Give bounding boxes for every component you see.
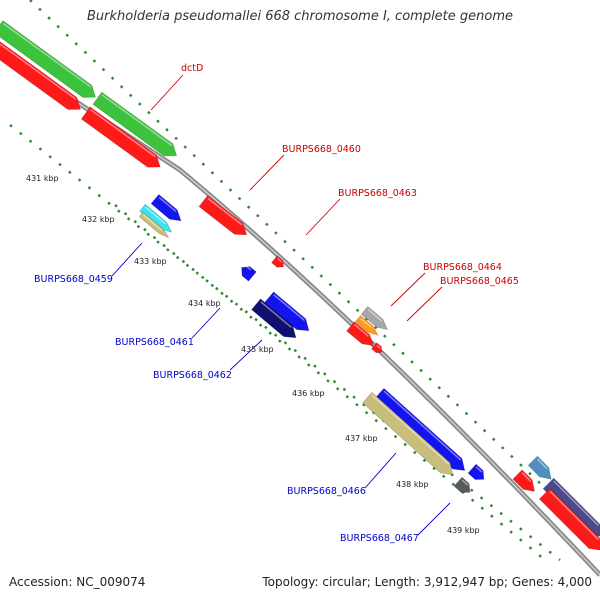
feature-red-small[interactable] xyxy=(271,255,287,271)
feature-red-0465[interactable] xyxy=(371,342,385,356)
map-title: Burkholderia pseudomallei 668 chromosome… xyxy=(86,9,514,24)
leader-0462 xyxy=(229,339,263,371)
leader-0466 xyxy=(364,452,397,489)
leader-0459 xyxy=(111,242,143,277)
gene-label-burps668-0465[interactable]: BURPS668_0465 xyxy=(440,276,519,287)
gene-label-burps668-0464[interactable]: BURPS668_0464 xyxy=(423,262,502,273)
feature-blue-small-2[interactable] xyxy=(467,463,488,484)
feature-green-2[interactable] xyxy=(92,91,181,162)
feature-blue-0461[interactable] xyxy=(264,291,314,336)
tick-label-437: 437 kbp xyxy=(345,434,378,443)
tick-label-438: 438 kbp xyxy=(396,480,429,489)
feature-blue-small[interactable] xyxy=(238,263,257,282)
leader-0464 xyxy=(390,272,426,307)
feature-steelblue[interactable] xyxy=(527,455,556,484)
tick-ring-inner xyxy=(9,124,561,561)
feature-darkgray-0467[interactable] xyxy=(453,476,474,497)
tick-layer xyxy=(9,0,600,561)
genome-summary-text: Topology: circular; Length: 3,912,947 bp… xyxy=(262,575,592,589)
feature-blue-0459[interactable] xyxy=(150,194,185,225)
tick-label-434: 434 kbp xyxy=(188,299,221,308)
gene-label-burps668-0460[interactable]: BURPS668_0460 xyxy=(282,144,361,155)
gene-label-burps668-0467[interactable]: BURPS668_0467 xyxy=(340,533,419,544)
tick-ring-inner-2 xyxy=(114,204,546,561)
leader-dctD xyxy=(150,74,184,111)
gene-label-burps668-0462[interactable]: BURPS668_0462 xyxy=(153,370,232,381)
tick-label-433: 433 kbp xyxy=(134,257,167,266)
feature-red-0464[interactable] xyxy=(346,321,378,350)
tick-label-436: 436 kbp xyxy=(292,389,325,398)
label-layer: 431 kbp 432 kbp 433 kbp 434 kbp 435 kbp … xyxy=(26,63,519,544)
leader-layer xyxy=(111,74,451,536)
gene-label-burps668-0466[interactable]: BURPS668_0466 xyxy=(287,486,366,497)
feature-khaki-0466[interactable] xyxy=(362,391,458,479)
leader-0460 xyxy=(249,154,285,191)
feature-layer xyxy=(0,20,600,555)
feature-red-2[interactable] xyxy=(80,106,164,173)
gene-label-dctD[interactable]: dctD xyxy=(181,63,203,74)
feature-khaki-small[interactable] xyxy=(138,211,170,240)
leader-0461 xyxy=(191,307,221,339)
feature-gray-0464[interactable] xyxy=(360,306,390,334)
feature-red-4[interactable] xyxy=(512,469,539,496)
gene-label-burps668-0463[interactable]: BURPS668_0463 xyxy=(338,188,417,199)
feature-green-1[interactable] xyxy=(0,20,100,104)
tick-label-439: 439 kbp xyxy=(447,526,480,535)
feature-red-1[interactable] xyxy=(0,38,85,116)
feature-orange-0465[interactable] xyxy=(355,315,380,339)
feature-blue-0466[interactable] xyxy=(374,387,470,475)
gene-label-burps668-0461[interactable]: BURPS668_0461 xyxy=(115,337,194,348)
leader-0463 xyxy=(305,198,341,236)
feature-red-5[interactable] xyxy=(538,487,600,555)
gene-label-burps668-0459[interactable]: BURPS668_0459 xyxy=(34,274,113,285)
tick-label-432: 432 kbp xyxy=(82,215,115,224)
leader-0465 xyxy=(406,286,443,322)
tick-ring-outer xyxy=(29,0,600,541)
accession-text: Accession: NC_009074 xyxy=(9,575,146,589)
feature-cyan[interactable] xyxy=(139,203,175,235)
feature-red-3[interactable] xyxy=(198,195,251,241)
feature-navy-0462[interactable] xyxy=(251,298,301,343)
tick-label-435: 435 kbp xyxy=(241,345,274,354)
tick-label-431: 431 kbp xyxy=(26,174,59,183)
leader-0467 xyxy=(417,502,451,536)
